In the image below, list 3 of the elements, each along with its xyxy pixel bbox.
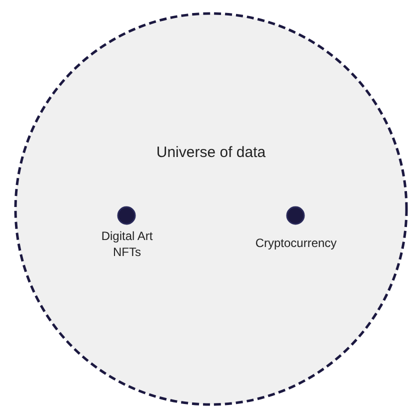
point-label: Cryptocurrency [254,235,338,251]
point-label: Digital Art NFTs [100,228,154,260]
region-title: Universe of data [155,144,267,161]
